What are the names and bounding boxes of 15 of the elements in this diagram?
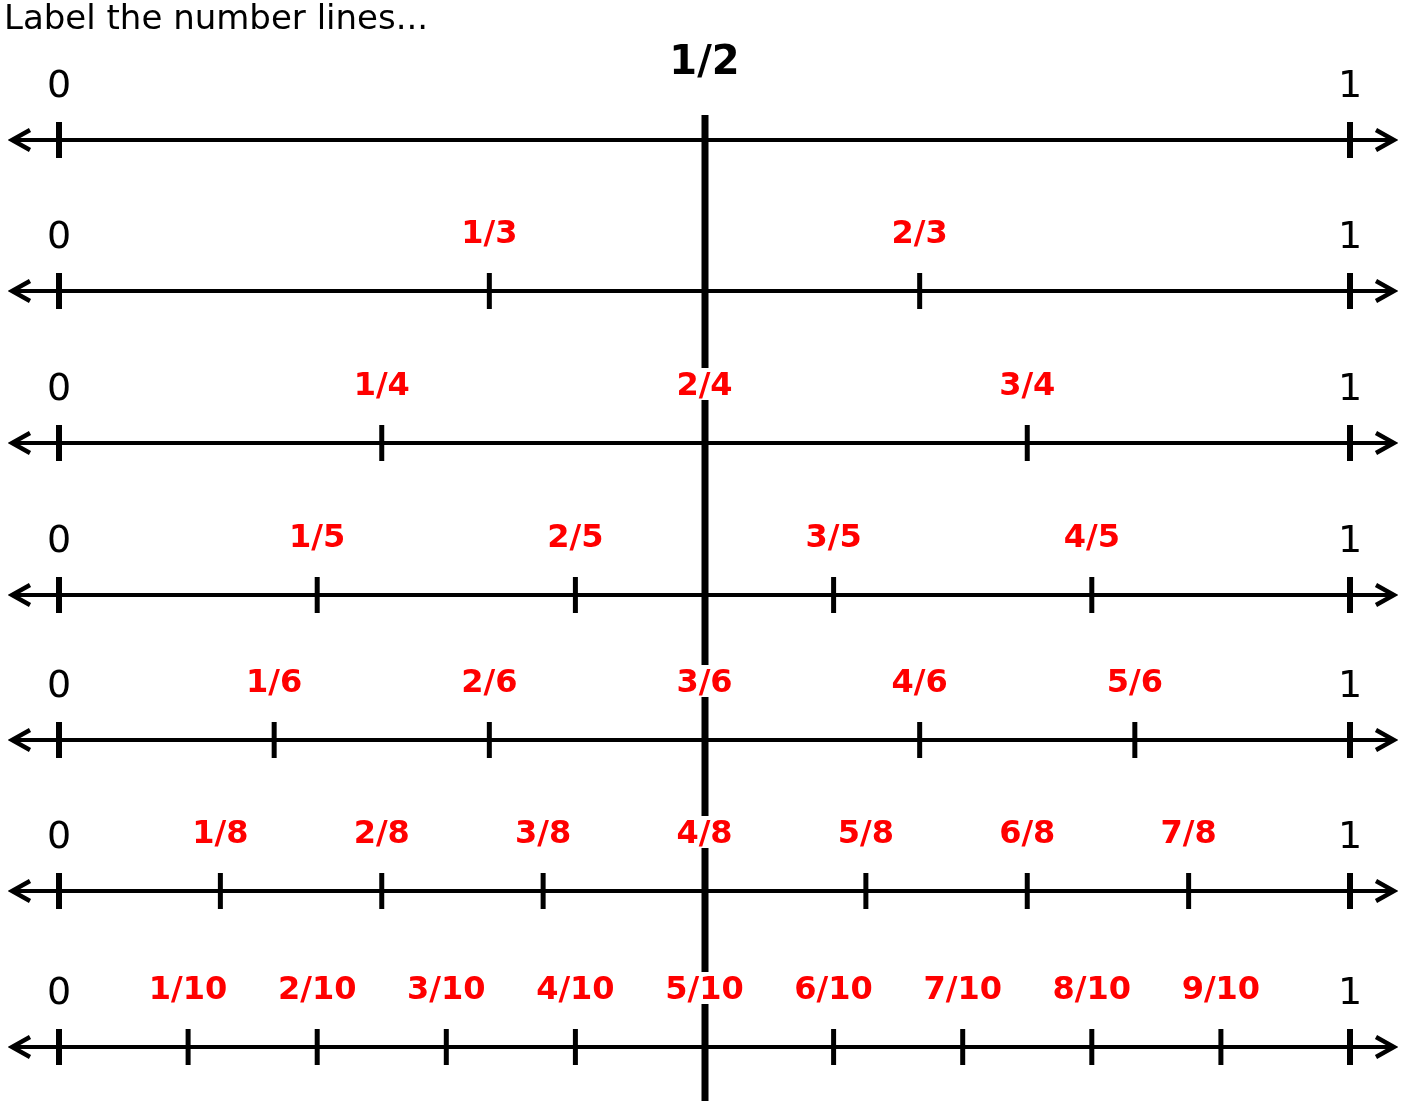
instruction-text: Label the number lines... (4, 0, 429, 34)
number-label: 0 (47, 972, 72, 1010)
number-label: 1 (1338, 665, 1363, 703)
number-label: 0 (47, 216, 72, 254)
number-label: 1 (1338, 216, 1363, 254)
number-label: 1 (1338, 520, 1363, 558)
number-label: 0 (47, 65, 72, 103)
number-label: 1 (1338, 368, 1363, 406)
number-label: 0 (47, 368, 72, 406)
number-label: 1 (1338, 65, 1363, 103)
number-label: 0 (47, 520, 72, 558)
number-label: 0 (47, 816, 72, 854)
number-label: 1 (1338, 816, 1363, 854)
number-label: 0 (47, 665, 72, 703)
number-label: 1 (1338, 972, 1363, 1010)
